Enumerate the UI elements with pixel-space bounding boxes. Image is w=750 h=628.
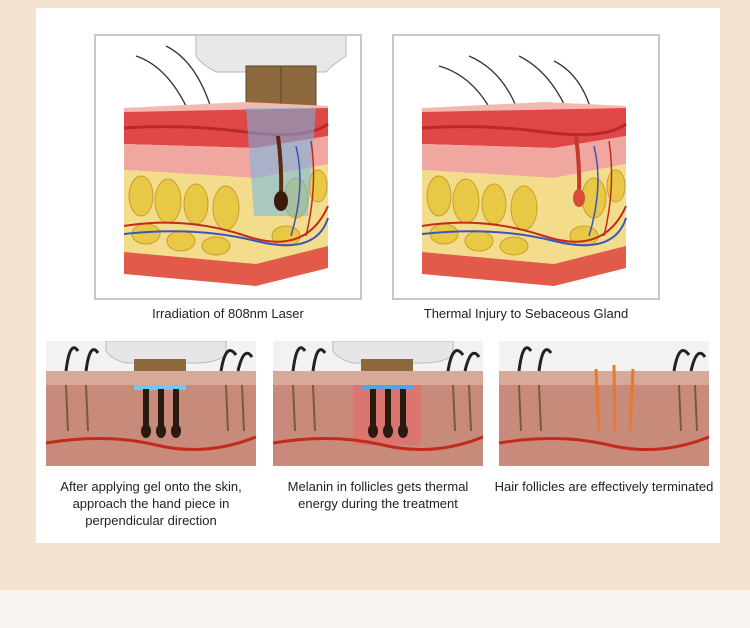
injured-follicle — [573, 189, 585, 207]
bottom-strip — [0, 590, 750, 628]
caption-step2: Melanin in follicles gets thermal energy… — [287, 479, 469, 511]
step2-illustration — [273, 341, 483, 466]
handpiece-body — [195, 36, 347, 73]
caption-step1: After applying gel onto the skin, approa… — [60, 479, 242, 528]
hair-bulb — [274, 191, 288, 211]
skin-block-thermal-illustration — [421, 55, 627, 286]
skin-block-laser-illustration — [123, 36, 347, 286]
step1-illustration — [46, 341, 256, 466]
caption-laser: Irradiation of 808nm Laser — [152, 306, 304, 321]
infographic-panel: Irradiation of 808nm Laser Thermal Injur… — [36, 8, 720, 543]
caption-thermal: Thermal Injury to Sebaceous Gland — [423, 306, 629, 321]
thermal-injury-frame — [392, 34, 660, 300]
caption-step3: Hair follicles are effectively terminate… — [494, 479, 714, 494]
laser-irradiation-frame — [94, 34, 362, 300]
step3-illustration — [499, 341, 709, 466]
